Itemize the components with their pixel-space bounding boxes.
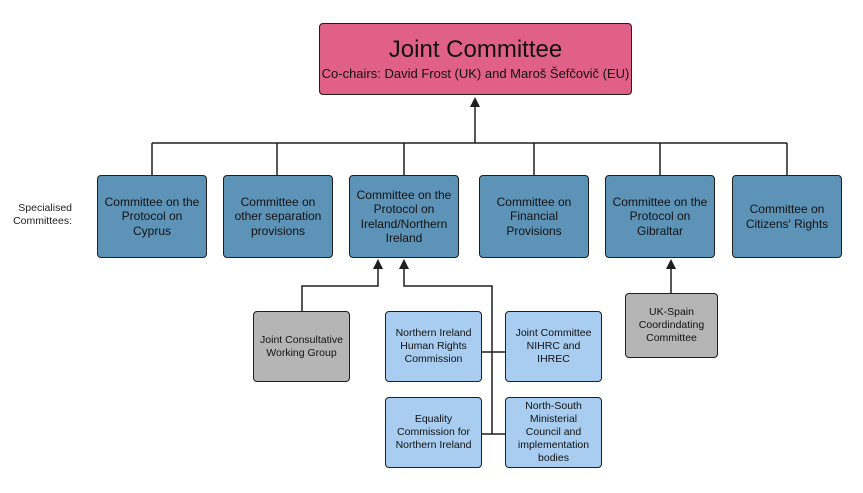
joint-consultative-working-group: Joint Consultative Working Group <box>253 311 350 382</box>
committee-protocol-gibraltar: Committee on the Protocol on Gibraltar <box>605 175 715 258</box>
body-label: Joint Committee NIHRC and IHREC <box>515 327 592 365</box>
committee-label: Committee on other separation provisions <box>234 194 322 238</box>
committee-other-separation-provisions: Committee on other separation provisions <box>223 175 333 258</box>
committee-protocol-cyprus: Committee on the Protocol on Cyprus <box>97 175 207 258</box>
committee-citizens-rights: Committee on Citizens' Rights <box>732 175 842 258</box>
committee-label: Committee on Citizens' Rights <box>745 202 829 231</box>
body-label: Equality Commission for Northern Ireland <box>395 413 472 451</box>
uk-spain-coordinating-committee: UK-Spain Coordindating Committee <box>625 293 718 358</box>
committee-label: Committee on Financial Provisions <box>496 194 572 238</box>
committee-label: Committee on the Protocol on Ireland/Nor… <box>356 187 452 246</box>
committee-financial-provisions: Committee on Financial Provisions <box>479 175 589 258</box>
body-label: Northern Ireland Human Rights Commission <box>395 327 472 365</box>
specialised-committees-label: Specialised Committees: <box>13 202 72 227</box>
joint-committee-nihrc-ihrec: Joint Committee NIHRC and IHREC <box>505 311 602 382</box>
body-label: North-South Ministerial Council and impl… <box>517 400 590 464</box>
committee-protocol-ireland-northern-ireland: Committee on the Protocol on Ireland/Nor… <box>349 175 459 258</box>
joint-committee-cochairs: Co-chairs: David Frost (UK) and Maroš Še… <box>321 66 630 81</box>
committee-label: Committee on the Protocol on Gibraltar <box>612 194 708 238</box>
committee-label: Committee on the Protocol on Cyprus <box>104 194 200 238</box>
body-label: Joint Consultative Working Group <box>260 333 343 359</box>
equality-commission-ni: Equality Commission for Northern Ireland <box>385 397 482 468</box>
ni-human-rights-commission: Northern Ireland Human Rights Commission <box>385 311 482 382</box>
body-label: UK-Spain Coordindating Committee <box>638 306 705 344</box>
joint-committee-box: Joint Committee Co-chairs: David Frost (… <box>319 23 632 95</box>
joint-committee-title: Joint Committee <box>388 36 563 63</box>
north-south-ministerial-council: North-South Ministerial Council and impl… <box>505 397 602 468</box>
